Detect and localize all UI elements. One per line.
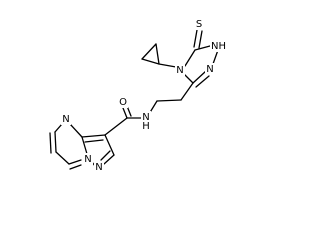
bond-cyclopropyl-a: [141, 43, 157, 60]
bond-cyclopropyl-b: [155, 43, 160, 65]
atom-triazole-n4: N: [176, 65, 183, 76]
bond-pyr-n4-c5: [54, 123, 63, 133]
bonds: [49, 29, 219, 170]
label-bg-o: [118, 96, 128, 108]
bond-c5-s-double: [198, 30, 203, 49]
bond-pyr-n8-c3a: [81, 136, 88, 155]
atom-amide-h: H: [142, 121, 150, 132]
molecule-structure: S NH N N O N H N N N: [49, 18, 226, 173]
label-bg-nh-triazole: [210, 40, 224, 52]
label-bg-amide-n: [141, 111, 151, 131]
bond-n1-n2: [212, 49, 219, 65]
atom-amide-n: N: [142, 112, 149, 123]
atom-bridgehead-n: N: [84, 154, 91, 165]
bond-c2-n1-double: [100, 150, 111, 161]
bond-pyr-c3a-n4: [69, 123, 83, 138]
label-bg-s: [194, 18, 204, 30]
bond-carbonyl-c3: [104, 117, 128, 136]
bond-cyclopropyl-n4: [158, 63, 177, 68]
atom-amide-o: O: [119, 97, 127, 108]
label-bg-n4: [175, 64, 185, 76]
atom-thione-s: S: [196, 19, 202, 30]
label-bg-n2: [205, 63, 215, 75]
atom-labels: S NH N N O N H N N N: [61, 18, 226, 173]
label-bg-pyrazole-n: [94, 161, 104, 173]
bond-carbonyl-o: [122, 107, 128, 119]
bond-pyr-c5-c6-double: [49, 132, 52, 154]
bond-pyr-c7-n8: [68, 159, 82, 165]
bond-c3a-c3: [81, 134, 106, 138]
atom-pyrazole-n: N: [95, 162, 102, 173]
bond-c5-n1: [194, 45, 211, 51]
bond-n4-c5: [184, 49, 196, 67]
bond-c3a-c3-double: [84, 139, 104, 143]
label-bg-pyrimidine-n: [61, 113, 71, 125]
bond-pyr-c7-n8-double: [69, 164, 82, 170]
bond-c5-s: [193, 29, 198, 48]
label-bg-bridgehead-n: [83, 153, 93, 165]
bond-ch2a-ch2b: [156, 99, 182, 102]
bond-n2-c3: [192, 70, 207, 84]
bond-pyr-c5-c6: [54, 131, 57, 153]
bond-cyclopropyl-c: [141, 58, 160, 65]
bond-n2-c3-double: [195, 75, 210, 88]
atom-triazole-n2: N: [206, 64, 213, 75]
bond-pyr-c6-c7: [55, 151, 70, 165]
atom-triazole-nh: NH: [211, 41, 226, 52]
atom-pyrimidine-n: N: [62, 114, 69, 125]
bond-c2-n1: [103, 154, 115, 165]
bond-c3-c2: [104, 134, 115, 156]
bond-c3-ch2a: [180, 82, 194, 101]
